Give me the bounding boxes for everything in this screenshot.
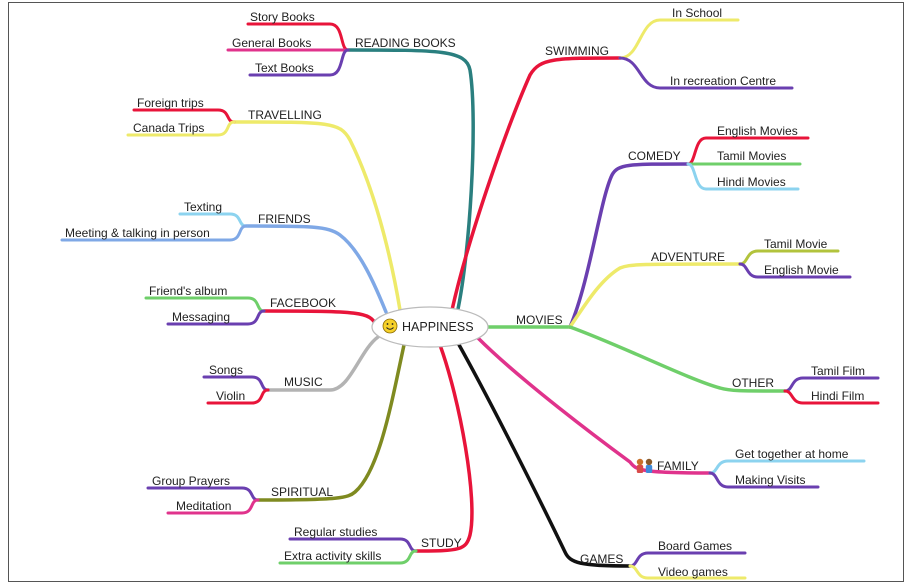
node-adventure: ADVENTURE	[651, 250, 725, 264]
family-icon	[636, 458, 653, 473]
node-swimming: SWIMMING	[545, 44, 609, 58]
branch-swimming: SWIMMING In School In recreation Centre	[450, 6, 794, 312]
connector-music	[266, 335, 380, 392]
connector-in-recreation	[618, 56, 794, 90]
connector-in-school	[618, 18, 740, 60]
leaf-texting: Texting	[184, 200, 222, 214]
leaf-songs: Songs	[209, 363, 243, 377]
node-travelling: TRAVELLING	[248, 108, 322, 122]
connector-texting	[178, 212, 248, 228]
connector-canada-trips	[126, 120, 236, 137]
leaf-messaging: Messaging	[172, 310, 230, 324]
leaf-text-books: Text Books	[255, 61, 314, 75]
connector-comedy	[568, 162, 690, 329]
branch-study: STUDY Regular studies Extra activity ski…	[278, 343, 474, 565]
branch-movies: MOVIES COMEDY English Movies Tamil Movie…	[486, 124, 880, 405]
connector-hindi-movies	[686, 162, 800, 191]
connector-travelling	[232, 120, 402, 312]
branch-music: MUSIC Songs Violin	[202, 335, 380, 405]
connector-adventure	[568, 262, 742, 329]
branch-games: GAMES Board Games Video games	[456, 341, 747, 580]
connector-other	[568, 325, 787, 393]
connector-meeting	[60, 224, 248, 242]
connector-video-games	[628, 564, 747, 580]
connector-extra-skills	[278, 549, 418, 565]
node-spiritual: SPIRITUAL	[271, 485, 333, 499]
branch-reading-books: READING BOOKS Story Books General Books …	[226, 10, 475, 320]
leaf-extra-activity-skills: Extra activity skills	[284, 549, 381, 563]
leaf-meeting-talking: Meeting & talking in person	[65, 226, 210, 240]
connector-family	[476, 336, 712, 475]
leaf-making-visits: Making Visits	[735, 473, 805, 487]
connector-games	[456, 341, 632, 568]
connector-hindi-film	[783, 389, 880, 405]
connector-friends	[244, 224, 388, 314]
leaf-tamil-movies: Tamil Movies	[717, 149, 786, 163]
node-facebook: FACEBOOK	[270, 296, 336, 310]
leaf-friends-album: Friend's album	[149, 284, 227, 298]
leaf-story-books: Story Books	[250, 10, 315, 24]
leaf-tamil-movie: Tamil Movie	[764, 237, 828, 251]
node-comedy: COMEDY	[628, 149, 681, 163]
leaf-regular-studies: Regular studies	[294, 525, 377, 539]
leaf-meditation: Meditation	[176, 499, 231, 513]
leaf-foreign-trips: Foreign trips	[137, 96, 204, 110]
branch-travelling: TRAVELLING Foreign trips Canada Trips	[126, 96, 402, 312]
leaf-hindi-movies: Hindi Movies	[717, 175, 786, 189]
leaf-group-prayers: Group Prayers	[152, 474, 230, 488]
leaf-general-books: General Books	[232, 36, 311, 50]
leaf-english-movie: English Movie	[764, 263, 839, 277]
node-games: GAMES	[580, 552, 623, 566]
node-movies: MOVIES	[516, 313, 563, 327]
connector-study	[414, 343, 474, 553]
leaf-canada-trips: Canada Trips	[133, 121, 204, 135]
diagram-frame	[8, 2, 904, 582]
connector-get-together	[708, 459, 866, 475]
branch-family: FAMILY Get together at home Making Visit…	[476, 336, 866, 489]
leaf-in-school: In School	[672, 6, 722, 20]
node-music: MUSIC	[284, 375, 323, 389]
connector-facebook	[262, 309, 378, 327]
node-reading-books: READING BOOKS	[355, 36, 456, 50]
connector-spiritual	[256, 343, 406, 502]
leaf-tamil-film: Tamil Film	[811, 364, 865, 378]
connector-english-movie	[738, 262, 852, 279]
center-node: HAPPINESS	[371, 306, 489, 348]
leaf-board-games: Board Games	[658, 539, 732, 553]
branch-friends: FRIENDS Texting Meeting & talking in per…	[60, 200, 388, 314]
leaf-in-recreation-centre: In recreation Centre	[670, 74, 776, 88]
connector-swimming	[450, 56, 622, 312]
node-other: OTHER	[732, 376, 774, 390]
leaf-violin: Violin	[216, 389, 245, 403]
branch-facebook: FACEBOOK Friend's album Messaging	[144, 284, 378, 327]
connector-meditation	[166, 498, 260, 515]
smiley-icon	[382, 318, 398, 334]
center-label: HAPPINESS	[402, 320, 474, 334]
node-family: FAMILY	[657, 459, 699, 473]
leaf-get-together: Get together at home	[735, 447, 849, 461]
branch-spiritual: SPIRITUAL Group Prayers Meditation	[146, 343, 406, 515]
node-study: STUDY	[421, 536, 462, 550]
connector-messaging	[166, 309, 266, 326]
connector-violin	[206, 388, 270, 405]
leaf-video-games: Video games	[658, 565, 728, 579]
node-friends: FRIENDS	[258, 212, 311, 226]
connector-text-books	[248, 48, 350, 77]
leaf-hindi-film: Hindi Film	[811, 389, 864, 403]
leaf-english-movies: English Movies	[717, 124, 798, 138]
connector-making-visits	[708, 471, 820, 489]
